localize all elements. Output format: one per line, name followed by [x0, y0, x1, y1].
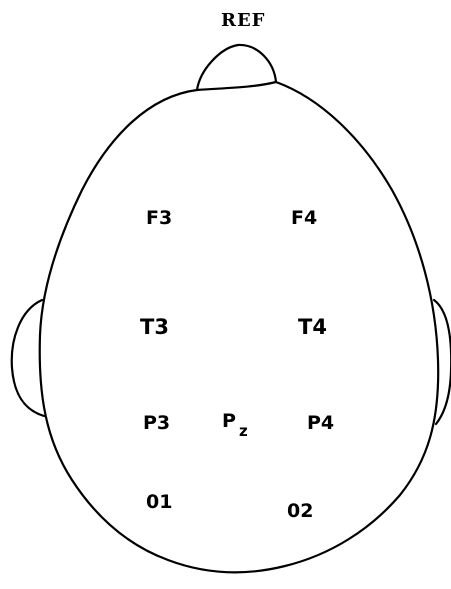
electrode-p4: P4 [307, 414, 334, 433]
electrode-t3: T3 [140, 317, 169, 338]
reference-electrode-label: REF [221, 12, 265, 30]
electrode-f4: F4 [291, 209, 317, 228]
electrode-o1: 01 [146, 493, 172, 512]
electrode-pz-letter: P [222, 410, 236, 432]
electrode-p3: P3 [143, 414, 170, 433]
head-outline [40, 82, 439, 572]
electrode-t4: T4 [298, 317, 327, 338]
electrode-o2: 02 [287, 502, 313, 521]
electrode-pz-subscript: z [239, 422, 248, 440]
electrode-f3: F3 [146, 209, 172, 228]
